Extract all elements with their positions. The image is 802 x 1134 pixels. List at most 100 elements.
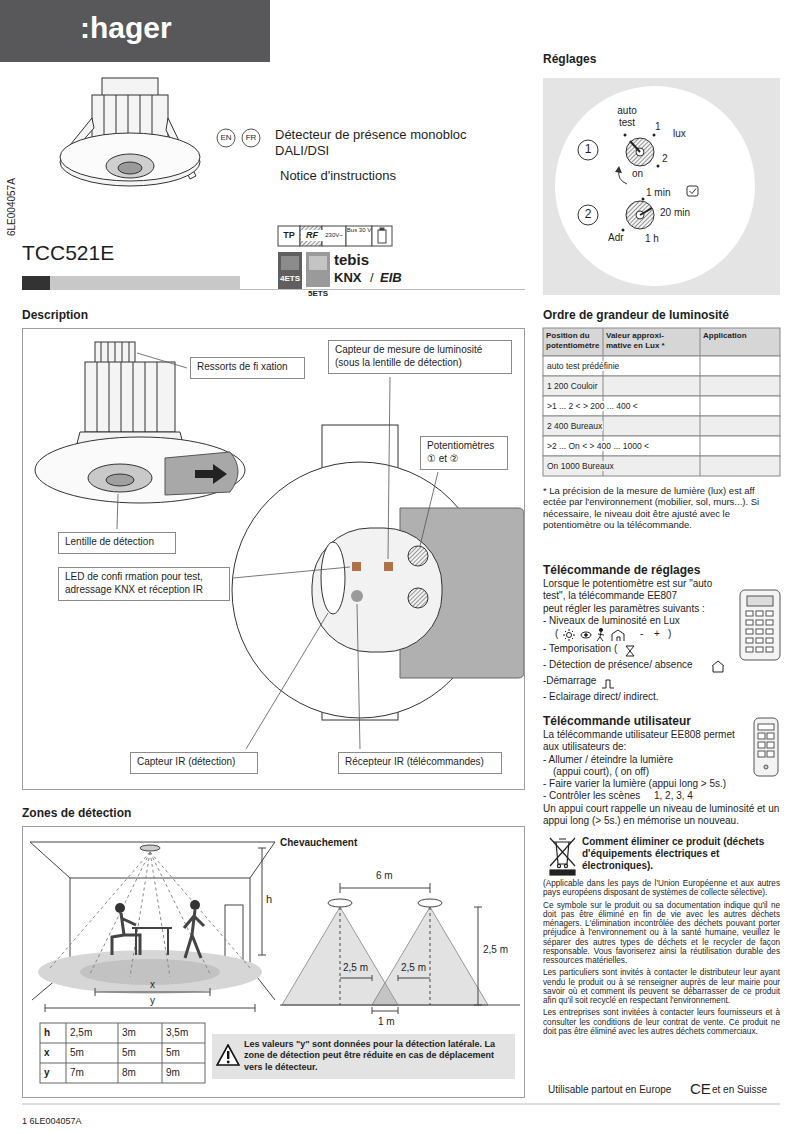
callout-box: LED de confi rmation pour test, adressag… [58, 567, 230, 601]
product-title: Détecteur de présence monobloc DALI/DSI [275, 127, 510, 158]
room-drawing [30, 842, 275, 1012]
dimension-label: x [150, 979, 155, 991]
dimension-label: 2,5 m [483, 944, 508, 956]
dimension-label: 2,5 m [401, 962, 426, 974]
list-item: - Allumer / éteindre la lumière [543, 754, 673, 766]
list-item: (appui court), ( on off) [553, 766, 649, 778]
table-cell: 1 200 Couloir [546, 381, 599, 391]
notice-text: (Applicable dans les pays de l'Union Eur… [543, 879, 780, 898]
list-item: - Temporisation ( [543, 643, 617, 655]
product-picture [60, 78, 200, 186]
callout-box: Ressorts de fi xation [190, 357, 305, 379]
table-cell: >2 ... On < > 400 ... 1000 < [546, 441, 650, 451]
list-item: -Démarrage [543, 675, 596, 687]
document-subtitle: Notice d'instructions [280, 168, 396, 184]
software-logo [309, 256, 327, 270]
table-cell: 2 400 Bureaux [546, 421, 603, 431]
dimension-label: h [266, 893, 272, 906]
language-circle [242, 129, 260, 147]
logo-text: tebis [334, 251, 369, 269]
dimension-label: 1 m [378, 1016, 395, 1028]
document-code: 6LE004057A [6, 178, 18, 236]
table-cell: 3,5m [166, 1027, 188, 1039]
callout-text: LED de confi rmation pour test, adressag… [65, 571, 223, 596]
dial-mark: lux [673, 128, 686, 140]
table-cell: 8m [122, 1067, 136, 1079]
callout-number: 1 [580, 142, 596, 156]
reference-bar [22, 276, 50, 290]
badge-text: RF [301, 230, 323, 241]
dimension-label: y [150, 995, 155, 1007]
section-frame: Zones de détectionLes valeurs "y" sont d… [22, 826, 525, 1098]
dimension-label: 2,5 m [343, 962, 368, 974]
callout-number: 2 [580, 207, 596, 221]
table-cell: 5m [122, 1047, 136, 1059]
body-text: peut régler les paramètres suivants : [543, 603, 705, 615]
body-text: La télécommande utilisateur EE808 permet… [543, 729, 738, 753]
language-code: EN [217, 133, 235, 143]
number-circle [578, 140, 598, 160]
list-item: - Détection de présence/ absence [543, 659, 693, 671]
logo-text: 4ETS [279, 274, 301, 284]
dial-mark: auto test [612, 105, 642, 129]
table-header: Valeur approxi- mative en Lux * [606, 331, 688, 350]
remote-control [754, 718, 778, 776]
table-cell: 3m [122, 1027, 136, 1039]
table-cell: 7m [70, 1067, 84, 1079]
badge-text: TP [278, 230, 300, 241]
list-item: - Niveaux de luminosité en Lux [543, 615, 680, 627]
callout-box: Récepteur IR (télécommandes) [338, 752, 502, 774]
dial-mark: 1 min [646, 187, 670, 199]
section-frame: DescriptionRessorts de fi xationCapteur … [22, 328, 525, 790]
dial-mark: on [632, 168, 643, 180]
reference-bar [50, 276, 240, 290]
language-circle [217, 129, 235, 147]
rule-line [240, 289, 525, 290]
section-heading: Description [22, 308, 88, 322]
drawing-title: Chevauchement [280, 837, 357, 849]
dimension-label: 6 m [376, 870, 393, 882]
brand-banner [0, 0, 270, 62]
badge-text: Bus 30 V [346, 227, 372, 234]
logo-text: KNX [334, 270, 361, 286]
callout-text: Ressorts de fi xation [197, 361, 298, 374]
software-logo [278, 252, 302, 290]
detector-front-view [232, 425, 524, 720]
callout-text: Lentille de détection [65, 536, 169, 549]
language-code: FR [242, 133, 260, 143]
dial-mark: Adr [608, 232, 624, 244]
callout-text: Récepteur IR (télécommandes) [345, 756, 495, 769]
table-header: Application [703, 331, 747, 341]
software-logo [281, 256, 299, 270]
callout-box: Lentille de détection [58, 532, 176, 554]
notice-text: Ce symbole sur le produit ou sa document… [543, 901, 780, 966]
settings-panel [543, 78, 780, 295]
list-item: - Eclairage direct/ indirect. [543, 691, 659, 703]
notice-text: Les particuliers sont invités à contacte… [543, 968, 780, 1005]
table-cell: On 1000 Bureaux [546, 461, 615, 471]
notice-heading: Comment éliminer ce produit (déchets d'é… [582, 836, 777, 872]
table-cell: 5m [166, 1047, 180, 1059]
body-text: Utilisable partout en Europe [548, 1084, 671, 1096]
remote-control [740, 590, 780, 660]
section-heading: Télécommande de réglages [543, 563, 700, 577]
overlap-drawing [280, 883, 520, 1014]
body-text: Lorsque le potentiomètre est sur "auto t… [543, 578, 733, 602]
settings-panel [555, 86, 755, 286]
zone-table [40, 1023, 205, 1083]
page-footer: 1 6LE004057A [22, 1116, 82, 1127]
list-item: - Contrôler les scènes [543, 790, 640, 802]
callout-box: Capteur IR (détection) [130, 752, 258, 774]
potentiometer-dial [622, 186, 699, 232]
dial-mark: 2 [662, 153, 668, 165]
symbol-text: - [640, 628, 643, 640]
symbol-text: + [654, 628, 660, 640]
section-heading: Ordre de grandeur de luminosité [543, 308, 729, 322]
body-text: Un appui court rappelle un niveau de lum… [543, 803, 780, 827]
warning-box: Les valeurs "y" sont données pour la dét… [212, 1034, 515, 1079]
body-text: et en Suisse [712, 1084, 767, 1096]
table-cell: >1 ... 2 < > 200 ... 400 < [546, 401, 639, 411]
section-heading: Réglages [543, 52, 596, 66]
notice-text: Les entreprises sont invitées à contacte… [543, 1008, 780, 1036]
table-cell: x [44, 1047, 50, 1059]
